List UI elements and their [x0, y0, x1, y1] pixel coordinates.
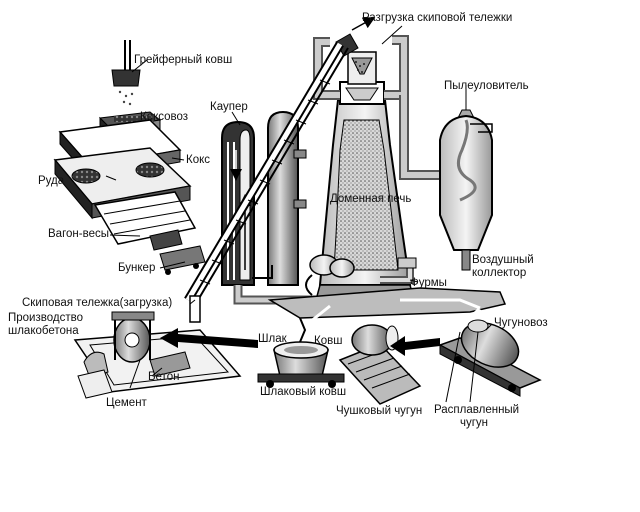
slag-concrete-plant	[73, 311, 242, 399]
slag-ladle	[257, 317, 345, 388]
label-blast-furnace: Доменная печь	[330, 193, 412, 205]
label-grab-bucket: Грейферный ковш	[134, 54, 233, 66]
dust-catcher	[439, 109, 493, 271]
skip-incline	[184, 41, 349, 323]
label-cowper: Каупер	[210, 101, 248, 113]
label-slag-concrete: Производство шлакобетона	[8, 312, 83, 337]
label-ore: Руда	[38, 175, 65, 187]
label-tuyeres: Фурмы	[410, 277, 447, 289]
label-iron-car: Чугуновоз	[494, 317, 548, 329]
label-concrete: Бетон	[148, 371, 180, 383]
pig-casting-machine	[338, 324, 422, 405]
leader-lines	[105, 25, 493, 403]
label-dust-catcher: Пылеуловитель	[444, 80, 529, 92]
flow-arrows	[160, 328, 440, 356]
label-slag: Шлак	[258, 333, 287, 345]
label-pig-iron: Чушковый чугун	[336, 405, 423, 417]
label-weigh-car: Вагон-весы	[48, 228, 109, 240]
label-bunker: Бункер	[118, 262, 156, 274]
label-coke-car: Коксовоз	[140, 111, 189, 123]
arrow-iron-to-casting	[390, 336, 440, 356]
arrow-slag-to-concrete	[160, 328, 258, 348]
label-cement: Цемент	[106, 397, 147, 409]
iron-car	[438, 308, 542, 397]
label-ladle: Ковш	[314, 335, 343, 347]
label-air-collector: Воздушный коллектор	[472, 254, 534, 279]
label-coke: Кокс	[186, 154, 211, 166]
label-skip-car-load: Скиповая тележка(загрузка)	[22, 297, 173, 309]
cast-house	[267, 287, 507, 342]
label-slag-ladle: Шлаковый ковш	[260, 386, 347, 398]
gas-offtake-pipes	[313, 35, 440, 180]
label-skip-unload: Разгрузка скиповой тележки	[362, 12, 513, 24]
bunker-block	[53, 40, 206, 275]
label-molten-iron: Расплавленный чугун	[434, 404, 520, 429]
